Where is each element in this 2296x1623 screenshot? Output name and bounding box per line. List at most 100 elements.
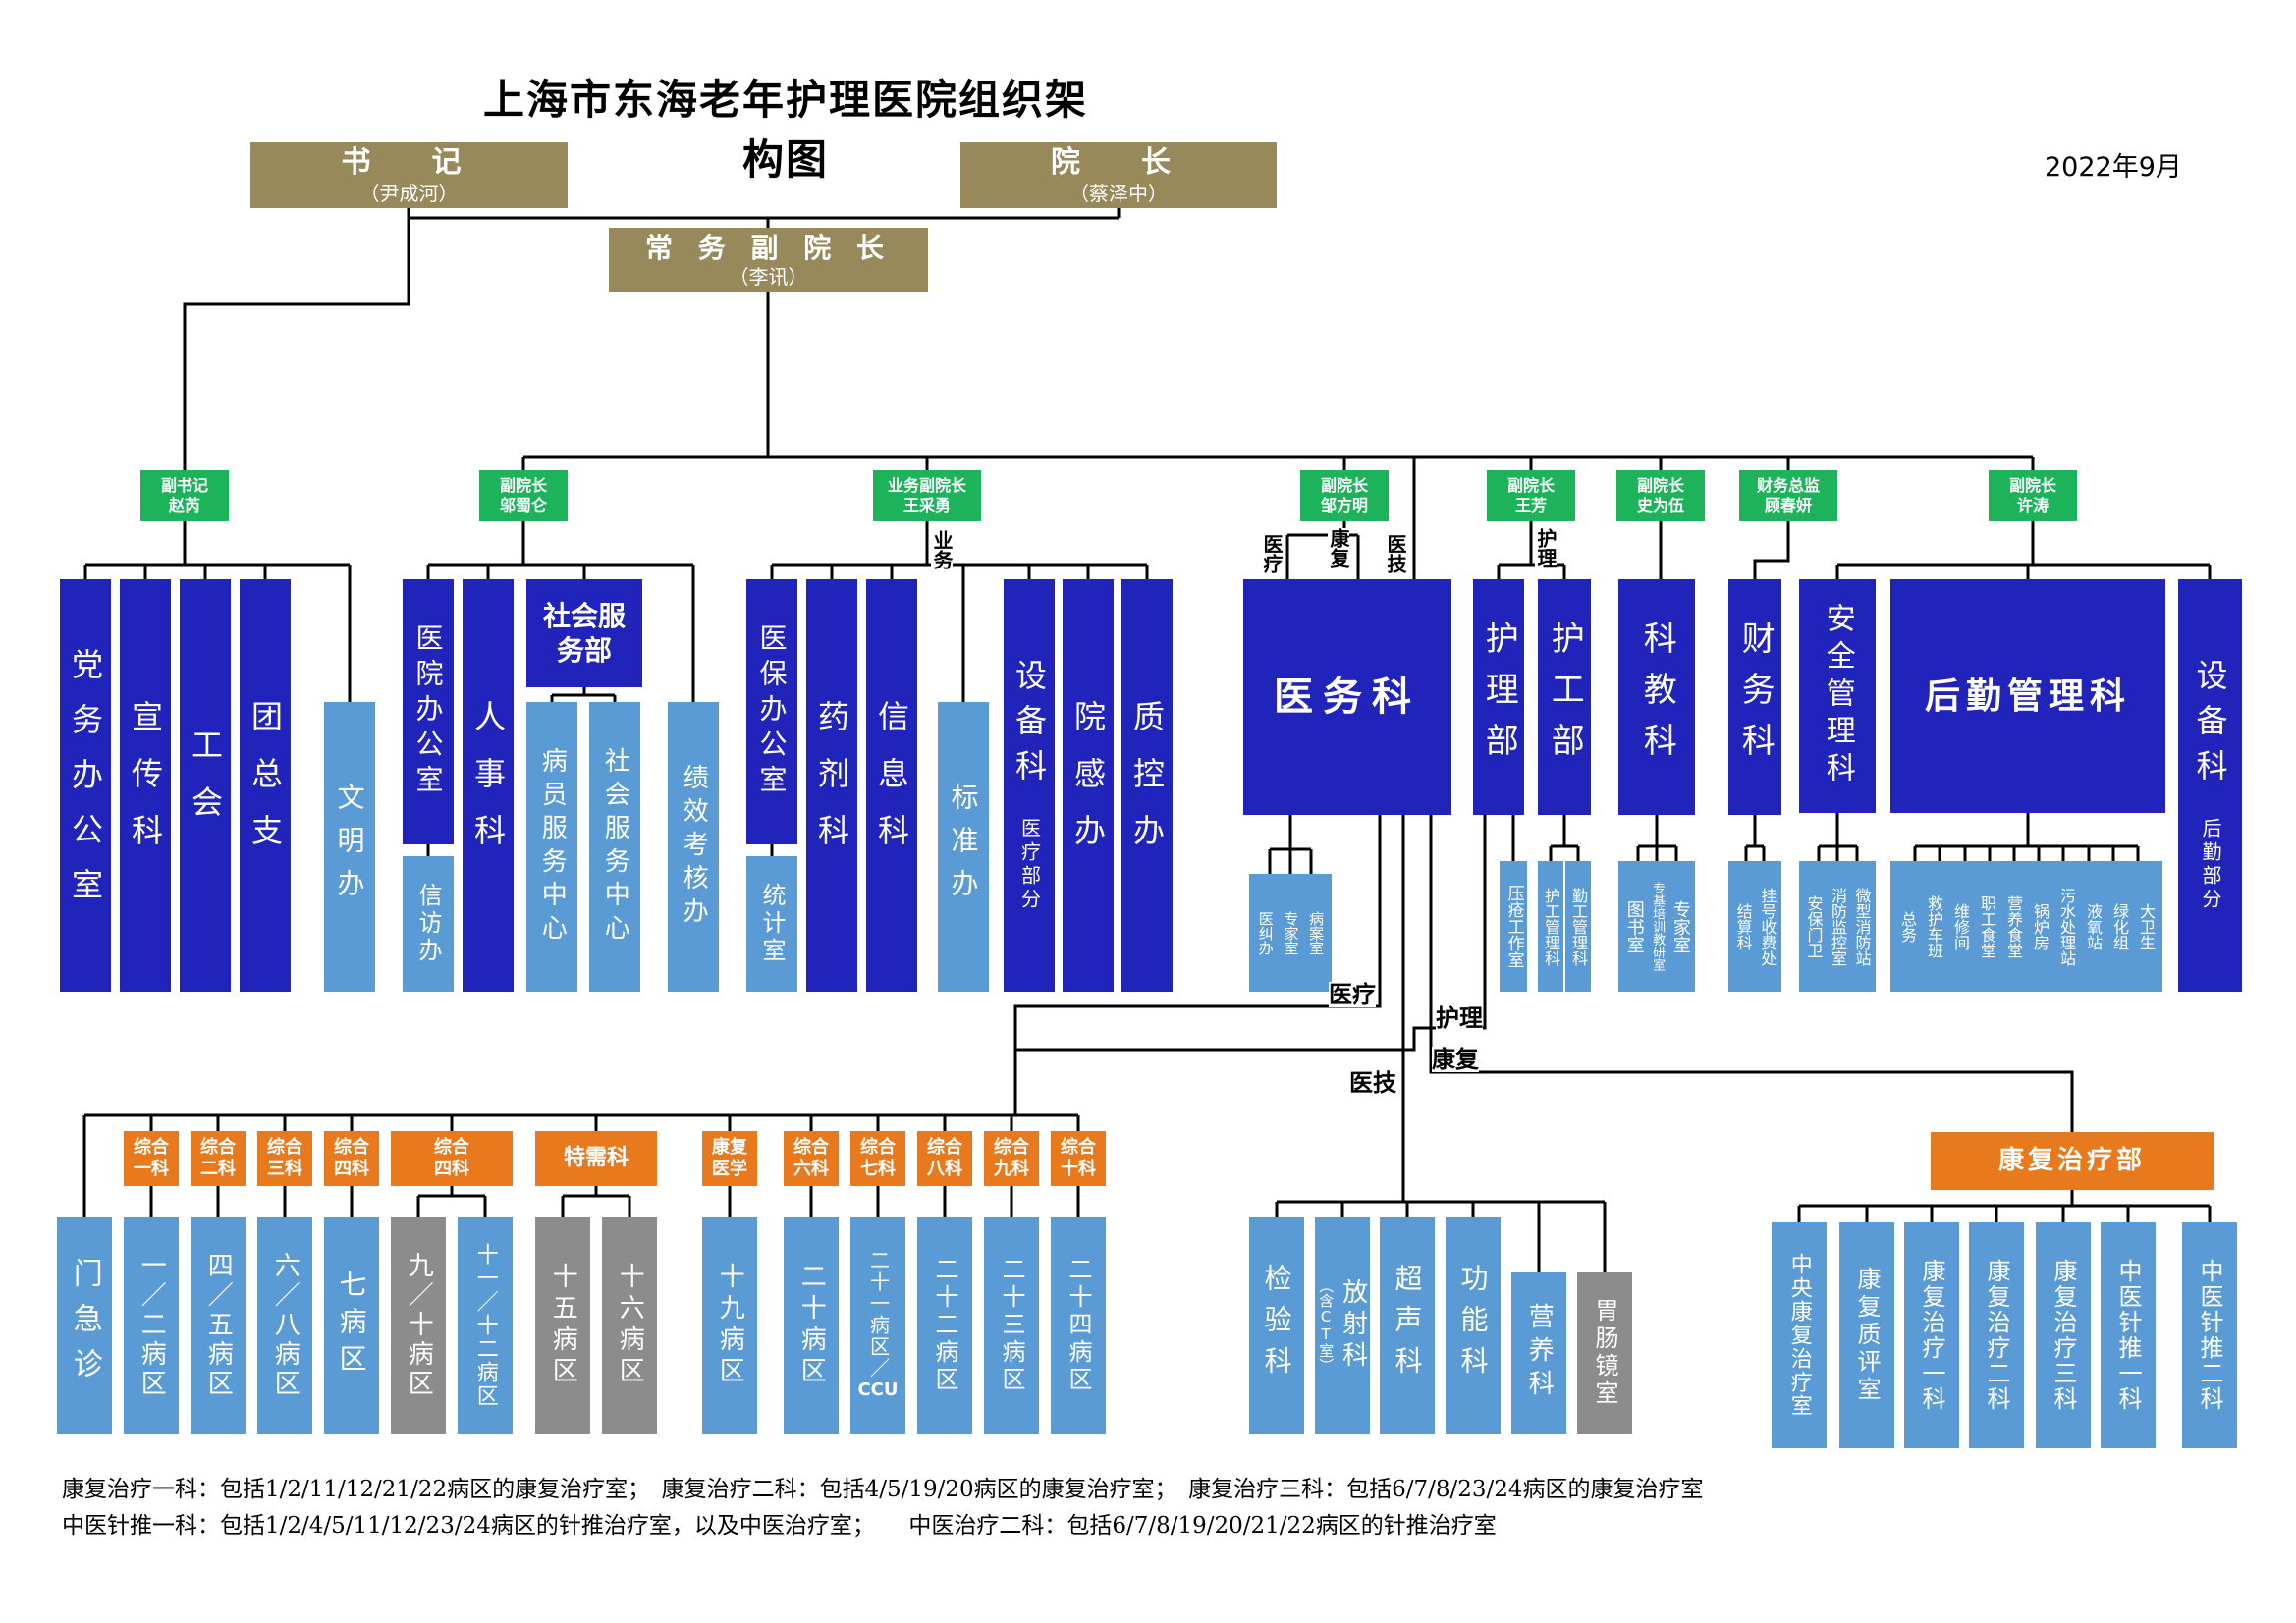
branch-label-kangfu-mid: 康复	[1432, 1046, 1479, 1073]
ward-22: 二十二病区	[917, 1217, 972, 1434]
ward-dept-zonghe7: 综合七科	[850, 1131, 905, 1186]
ward-9-10: 九／十病区	[391, 1217, 446, 1434]
dept-information: 信息科	[866, 579, 917, 992]
page-title: 上海市东海老年护理医院组织架构图	[482, 76, 1088, 184]
president-name: （蔡泽中）	[1069, 181, 1168, 205]
ward-4-5: 四／五病区	[191, 1217, 246, 1434]
rehab-treatment-1: 康复治疗一科	[1904, 1222, 1959, 1448]
dept-equipment2-label: 设备科	[2191, 659, 2229, 794]
leader-vp-shiweiwu: 副院长史为伍	[1616, 470, 1705, 521]
branch-label-yiji-mid: 医技	[1349, 1069, 1396, 1097]
president-title: 院 长	[1051, 145, 1186, 181]
leader-vp-wushulun: 副院长邬蜀仑	[479, 470, 568, 521]
dept-social-service-center: 社会服务中心	[589, 702, 640, 992]
leader-role: 副院长	[1506, 476, 1555, 495]
logistics-children: 总务 救护车班 维修间 职工食堂 营养食堂 锅炉房 污水处理站 液氧站 绿化组 …	[1890, 861, 2162, 992]
dept-performance-office: 绩效考核办	[668, 702, 719, 992]
leader-cfo-guchunyan: 财务总监顾春妍	[1739, 470, 1837, 521]
ward-1-2: 一／二病区	[124, 1217, 179, 1434]
dept-standards-office: 标准办	[938, 702, 989, 992]
ward-ccu-label: CCU	[857, 1379, 899, 1400]
dept-quality-office: 质控办	[1121, 579, 1173, 992]
dept-equipment-label: 设备科	[1011, 659, 1048, 794]
dept-civility-office: 文明办	[324, 702, 375, 992]
dept-petition-office: 信访办	[403, 856, 454, 992]
leader-role: 副院长	[1636, 476, 1684, 495]
secretary-title: 书 记	[341, 145, 477, 181]
dept-safety-mgmt: 安全管理科	[1799, 579, 1876, 813]
ward-16: 十六病区	[602, 1217, 657, 1434]
ward-dept-zonghe8: 综合八科	[917, 1131, 972, 1186]
ward-11-12: 十一／十二病区	[458, 1217, 513, 1434]
branch-label-yewu: 业务	[930, 530, 954, 569]
top-connectors	[183, 208, 2035, 579]
dept-mini-fire-station: 微型消防站	[1852, 887, 1872, 966]
dept-hospital-office: 医院办公室	[403, 579, 454, 844]
rehab-treatment-2: 康复治疗二科	[1969, 1222, 2024, 1448]
dept-equipment2-sub-label: 后勤部分	[2199, 818, 2222, 912]
dept-training-research-room: 专基培训教研室	[1650, 882, 1666, 971]
rehab-treatment-3: 康复治疗三科	[2036, 1222, 2091, 1448]
leader-name: 王采勇	[902, 496, 951, 514]
evp-name: （李讯）	[729, 264, 808, 289]
dept-science-education: 科教科	[1618, 579, 1695, 815]
dept-pressure-sore-room: 压疮工作室	[1500, 861, 1527, 992]
leader-vp-wangcaiyong: 业务副院长王采勇	[873, 470, 981, 521]
dept-pharmacy: 药剂科	[806, 579, 857, 992]
president-box: 院 长 （蔡泽中）	[960, 142, 1277, 208]
ward-7: 七病区	[324, 1217, 379, 1434]
dept-sanitation: 大卫生	[2137, 902, 2156, 950]
dept-finance: 财务科	[1728, 579, 1781, 815]
leader-deputy-secretary: 副书记赵芮	[140, 470, 229, 521]
leader-vp-wangfang: 副院长王芳	[1487, 470, 1575, 521]
ward-outpatient-emergency: 门急诊	[57, 1217, 112, 1434]
dept-equipment-medical: 设备科 医疗部分	[1004, 579, 1055, 992]
rehab-central-room: 中央康复治疗室	[1772, 1222, 1827, 1448]
ward-dept-label: 综合八科	[927, 1136, 962, 1180]
date-label: 2022年9月	[2045, 152, 2182, 183]
medtech-rehab-connectors	[1275, 1190, 2212, 1272]
medtech-function: 功能科	[1446, 1217, 1501, 1434]
branch-label-kangfu-top: 康复	[1327, 528, 1350, 568]
dept-oxygen-station: 液氧站	[2084, 902, 2103, 950]
dept-expert-room-1: 专家室	[1282, 910, 1300, 955]
dept-nursing: 护理部	[1473, 579, 1524, 815]
leader-role: 副书记	[160, 476, 208, 495]
dept-security-gate: 安保门卫	[1804, 894, 1824, 958]
dept-equipment-sub-label: 医疗部分	[1017, 818, 1042, 912]
leader-vp-zoufangming: 副院长邹方明	[1300, 470, 1389, 521]
ward-dept-label: 综合十科	[1061, 1136, 1096, 1180]
medtech-radiology-ct-label: （含CT室）	[1317, 1278, 1336, 1373]
secretary-box: 书 记 （尹成河）	[250, 142, 568, 208]
ward-6-8: 六／八病区	[257, 1217, 312, 1434]
dept-logistics-mgmt: 后勤管理科	[1890, 579, 2165, 813]
dept-general-affairs: 总务	[1898, 910, 1917, 943]
dept-hr: 人事科	[463, 579, 514, 992]
leader-name: 邬蜀仑	[499, 496, 547, 514]
ward-dept-zonghe2: 综合二科	[191, 1131, 246, 1186]
ward-dept-label: 综合四科	[334, 1136, 369, 1180]
right-group-connectors	[1285, 521, 2212, 579]
dept-greening-group: 绿化组	[2110, 902, 2129, 950]
ward-dept-label: 综合六科	[793, 1136, 829, 1180]
ward-20: 二十病区	[784, 1217, 839, 1434]
leader-name: 赵芮	[168, 496, 200, 514]
dept-library: 图书室	[1623, 899, 1645, 953]
ward-24: 二十四病区	[1051, 1217, 1106, 1434]
evp-title: 常 务 副 院 长	[645, 231, 892, 264]
dept-infection-office: 院感办	[1063, 579, 1114, 992]
trunk-lines	[1013, 815, 2074, 1202]
dept-social-service-label: 社会服务部	[542, 600, 626, 667]
medtech-laboratory: 检验科	[1249, 1217, 1304, 1434]
left-group-connectors	[83, 521, 1149, 856]
ward-dept-zonghe4a: 综合四科	[324, 1131, 379, 1186]
ward-19: 十九病区	[702, 1217, 757, 1434]
dept-propaganda: 宣传科	[120, 579, 171, 992]
footnote-line2: 中医针推一科：包括1/2/4/5/11/12/23/24病区的针推治疗室，以及中…	[62, 1513, 1497, 1539]
footnote-line1: 康复治疗一科：包括1/2/11/12/21/22病区的康复治疗室； 康复治疗二科…	[62, 1477, 1704, 1502]
dept-youth-league: 团总支	[240, 579, 291, 992]
dept-sewage-station: 污水处理站	[2057, 887, 2076, 966]
dept-records-room: 病案室	[1307, 910, 1326, 955]
ward-dept-zonghe4b: 综合四科	[391, 1131, 513, 1186]
